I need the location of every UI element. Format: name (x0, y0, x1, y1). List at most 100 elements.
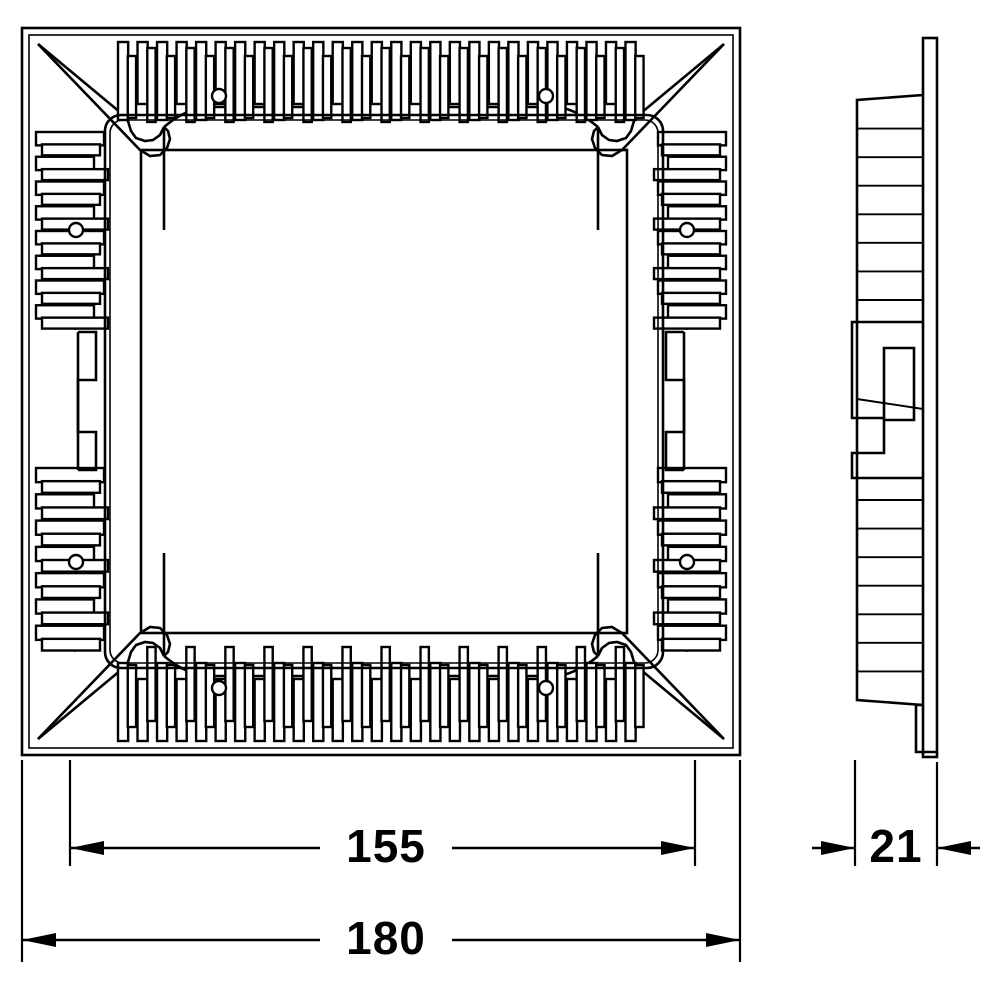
arrowhead-right (661, 841, 695, 855)
heatsink-fins-right (652, 130, 728, 652)
fin-left (40, 585, 102, 600)
fin-top (419, 46, 431, 124)
fin-bottom (185, 645, 196, 723)
fin-left (40, 611, 110, 626)
fin-bottom (399, 663, 411, 729)
fin-left (40, 143, 102, 157)
fin-bottom (516, 663, 528, 729)
fin-right (660, 479, 722, 494)
arrowhead-right (706, 933, 740, 947)
fin-right (652, 506, 722, 521)
dimension-label-21: 21 (869, 820, 922, 872)
fin-top (302, 46, 313, 124)
fin-bottom (458, 645, 470, 723)
arrowhead-left-inward (821, 841, 855, 855)
side-body-outline (855, 93, 924, 707)
side-fin-rows-lower (857, 499, 923, 673)
fin-bottom (224, 645, 235, 723)
fin-left (40, 532, 102, 547)
fin-top (282, 54, 294, 120)
fin-top (360, 54, 372, 120)
fin-top (458, 46, 470, 124)
fin-top (536, 46, 548, 124)
screw-hole-icon (678, 221, 696, 239)
fin-top (185, 46, 196, 124)
arrowhead-right-inward (937, 841, 971, 855)
fin-right (652, 266, 722, 281)
fin-right (652, 316, 722, 330)
side-lower-step (914, 703, 937, 754)
fin-top (126, 54, 138, 120)
fin-left (40, 291, 102, 306)
fin-top (165, 54, 177, 120)
dimension-155: 155 (70, 820, 695, 872)
fin-top (224, 46, 235, 124)
fin-bottom (477, 663, 489, 729)
dimension-21: 21 (812, 820, 980, 872)
fin-right (660, 291, 722, 306)
outer-frame-inner-offset (28, 34, 734, 749)
fin-bottom (497, 645, 509, 723)
fin-top (263, 46, 274, 124)
fin-bottom (341, 645, 352, 723)
side-fin-rows-upper (857, 127, 923, 301)
fin-right (652, 167, 722, 182)
side-faceplate (921, 36, 939, 759)
fin-bottom (126, 663, 138, 729)
fin-bottom (263, 645, 274, 723)
fin-bottom (146, 645, 157, 723)
front-view (20, 26, 742, 757)
fin-left (40, 167, 110, 182)
fin-bottom (243, 663, 255, 729)
fin-left (40, 192, 102, 207)
screw-hole-icon (537, 87, 555, 105)
fin-left (40, 242, 102, 256)
fin-top (438, 54, 450, 120)
fin-bottom (321, 663, 333, 729)
fin-top (595, 54, 606, 120)
fin-top (516, 54, 528, 120)
inner-frame-rounded (103, 113, 665, 670)
dimension-180: 180 (22, 912, 740, 964)
fin-bottom (380, 645, 392, 723)
fin-top (477, 54, 489, 120)
fin-right (660, 143, 722, 157)
fin-right (660, 532, 722, 547)
fin-top (204, 54, 216, 120)
side-view (850, 36, 939, 759)
fin-bottom (438, 663, 450, 729)
fin-top (575, 46, 587, 124)
fin-top (634, 54, 645, 120)
dimension-label-180: 180 (346, 912, 426, 964)
screw-hole-icon (210, 679, 228, 697)
screw-hole-icon (67, 221, 85, 239)
fin-top (555, 54, 567, 120)
fin-bottom (595, 663, 606, 729)
fin-left (40, 506, 110, 521)
fin-bottom (165, 663, 177, 729)
fin-left (40, 637, 102, 652)
fin-bottom (419, 645, 431, 723)
fin-right (660, 637, 722, 652)
heatsink-fins-top (116, 40, 645, 124)
fin-left (40, 266, 110, 281)
fin-top (497, 46, 509, 124)
fin-bottom (555, 663, 567, 729)
fin-top (243, 54, 255, 120)
dimension-annotations: 155 180 21 (20, 760, 980, 964)
fin-right (652, 611, 722, 626)
fin-left (40, 316, 110, 330)
side-taper-line (856, 398, 924, 410)
outer-frame-outline (20, 26, 742, 757)
mount-clip-left (76, 330, 98, 472)
fin-right (660, 192, 722, 207)
fin-top (380, 46, 392, 124)
screw-holes (67, 87, 696, 697)
fin-right (660, 242, 722, 256)
fin-bottom (360, 663, 372, 729)
fin-left (40, 479, 102, 494)
light-panel (139, 148, 629, 635)
dimension-label-155: 155 (346, 820, 426, 872)
